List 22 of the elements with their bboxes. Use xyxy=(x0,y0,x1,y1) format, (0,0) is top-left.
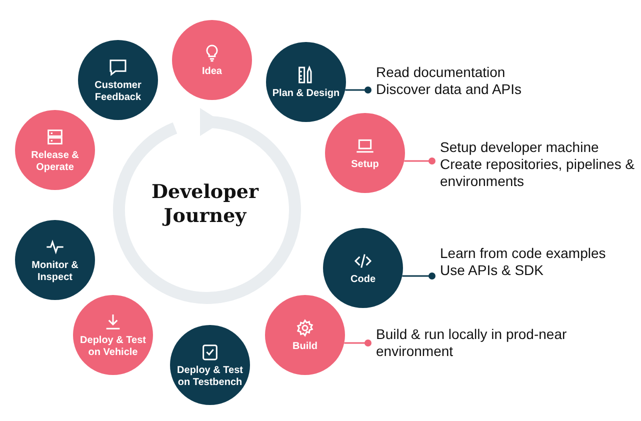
note-text: Read documentation xyxy=(376,64,506,81)
note-text: Use APIs & SDK xyxy=(440,262,544,279)
note-text: Build & run locally in prod-near environment xyxy=(376,326,568,360)
center-title: Developer Journey xyxy=(140,180,270,228)
leader-line xyxy=(404,158,436,164)
stage-label: Code xyxy=(350,274,376,286)
stage-label: Build xyxy=(292,340,318,352)
note-text: Learn from code examples xyxy=(440,245,607,262)
note-text: Setup developer machine xyxy=(440,139,600,156)
stage-label: Release & Operate xyxy=(30,150,80,174)
stage-label: Idea xyxy=(202,66,222,78)
leader-line xyxy=(345,86,372,94)
stage-label: Deploy & Test on Testbench xyxy=(176,364,244,388)
leader-line xyxy=(344,340,372,346)
note-text: Create repositories, pipelines & environments xyxy=(440,156,636,190)
leader-line xyxy=(402,272,436,280)
note-text: Discover data and APIs xyxy=(376,81,523,98)
stage-label: Deploy & Test on Vehicle xyxy=(79,334,147,358)
stage-label: Customer Feedback xyxy=(94,80,142,104)
stage-label: Plan & Design xyxy=(272,88,340,100)
stage-label: Monitor & Inspect xyxy=(30,260,80,284)
stage-label: Setup xyxy=(351,158,379,170)
